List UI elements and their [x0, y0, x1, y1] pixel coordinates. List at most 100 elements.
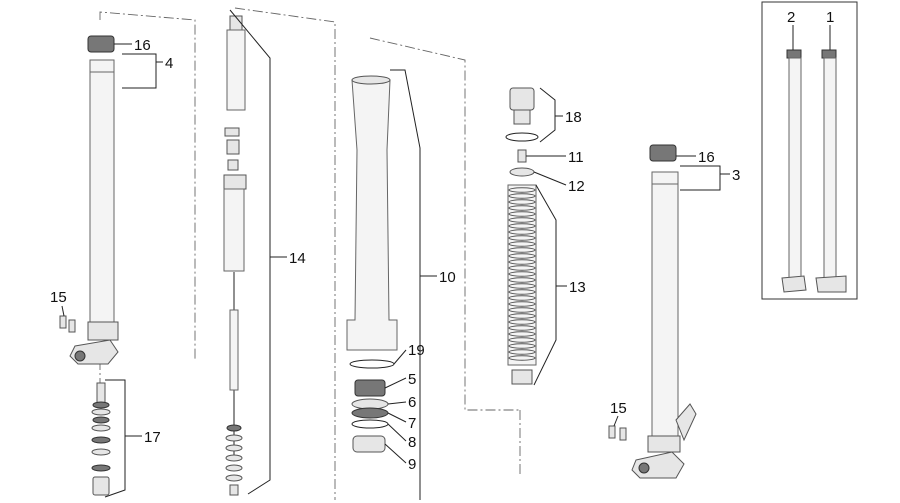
spring-coil: [508, 295, 536, 301]
dash-damper-group: [234, 7, 336, 500]
washer-17-e: [91, 436, 111, 444]
bracket-3: [680, 165, 721, 191]
label-14: 14: [289, 250, 306, 267]
label-12: 12: [568, 178, 585, 195]
inset-fork-1: [823, 57, 837, 279]
label-15-left: 15: [50, 289, 67, 306]
bracket-10: [390, 69, 421, 500]
spring-coil: [508, 259, 536, 265]
shim-c: [225, 444, 243, 452]
cartridge-ring-b: [226, 139, 240, 155]
spring-coil: [508, 193, 536, 199]
tube-top-ring-left: [89, 59, 115, 73]
top-cap-18-stem: [513, 109, 531, 125]
axle-bolt-left: [74, 350, 86, 362]
spring-coil: [508, 217, 536, 223]
spring-coil: [508, 331, 536, 337]
label-8: 8: [408, 434, 416, 451]
inset-foot-1: [815, 275, 847, 293]
label-9: 9: [408, 456, 416, 473]
top-cap-18-oring: [505, 132, 539, 142]
washer-17-b: [91, 408, 111, 416]
label-10: 10: [439, 269, 456, 286]
screw-15-left-b: [68, 319, 76, 333]
spring-coil: [508, 205, 536, 211]
label-11: 11: [568, 149, 584, 166]
spring-coil: [508, 229, 536, 235]
label-16-right: 16: [698, 149, 715, 166]
spring-coil: [508, 301, 536, 307]
axle-clamp-upper-left: [87, 321, 119, 341]
spring-coil: [508, 349, 536, 355]
label-4: 4: [165, 55, 173, 72]
label-6: 6: [408, 394, 416, 411]
inset-box: [761, 1, 858, 300]
inset-frame: [761, 1, 858, 300]
label-15-right: 15: [610, 400, 627, 417]
outer-tube-10: [346, 79, 398, 351]
spring-coil: [508, 283, 536, 289]
spring-coil: [508, 277, 536, 283]
label-16-left: 16: [134, 37, 151, 54]
brake-mount-right: [675, 403, 697, 442]
bracket-17: [104, 379, 126, 498]
label-7: 7: [408, 415, 416, 432]
cap-nut-16-right: [649, 144, 677, 162]
spring-seat: [511, 369, 533, 385]
spring-coil: [508, 223, 536, 229]
cartridge-body: [223, 188, 245, 272]
shim-b: [225, 434, 243, 442]
right-fork-leg: [608, 144, 697, 479]
label-2: 2: [787, 9, 795, 26]
inner-tube-right: [651, 183, 679, 440]
outer-tube-top: [351, 75, 391, 85]
cartridge-collar: [223, 174, 247, 190]
spring-coil: [508, 289, 536, 295]
leader-15a: [61, 305, 65, 317]
label-3: 3: [732, 167, 740, 184]
label-19: 19: [408, 342, 425, 359]
leader-lines: [61, 9, 831, 500]
leader-6: [387, 401, 407, 405]
spring-coil: [508, 211, 536, 217]
spring-coil: [508, 355, 536, 361]
leader-19: [393, 349, 407, 365]
washer-17-a: [92, 401, 110, 409]
shim-a: [226, 424, 242, 432]
bush-9: [352, 435, 386, 453]
bracket-13: [533, 184, 557, 386]
screw-15-right-b: [619, 427, 627, 441]
spring-coil: [508, 337, 536, 343]
oring-17: [91, 464, 111, 472]
washer-17-c: [92, 416, 110, 424]
cartridge-ring-c: [227, 159, 239, 171]
leader-8: [387, 423, 407, 442]
dash-outer-tube-group: [369, 37, 520, 411]
spring-coil: [508, 307, 536, 313]
axle-clamp-upper-right: [647, 435, 681, 453]
shim-d: [225, 454, 243, 462]
bracket-4: [122, 53, 157, 89]
top-cap-18: [509, 87, 535, 111]
washer-17-f: [91, 448, 111, 456]
screw-15-right-a: [608, 425, 616, 439]
spring-coils: [508, 187, 536, 361]
shim-f: [225, 474, 243, 482]
circlip-19: [349, 359, 395, 369]
cartridge-ring-a: [224, 127, 240, 137]
seal-7: [351, 407, 389, 419]
label-5: 5: [408, 371, 416, 388]
spring-coil: [508, 235, 536, 241]
leader-5: [384, 377, 407, 389]
leader-9: [384, 443, 407, 464]
leader-7: [387, 412, 407, 423]
spring-coil: [508, 253, 536, 259]
cap-nut-16-left: [87, 35, 115, 53]
screw-15-left-a: [59, 315, 67, 329]
outer-tube-assembly: [346, 75, 398, 453]
label-17: 17: [144, 429, 161, 446]
label-13: 13: [569, 279, 586, 296]
spring-coil: [508, 247, 536, 253]
shim-nut: [229, 484, 239, 496]
inset-cap-1: [821, 49, 837, 59]
